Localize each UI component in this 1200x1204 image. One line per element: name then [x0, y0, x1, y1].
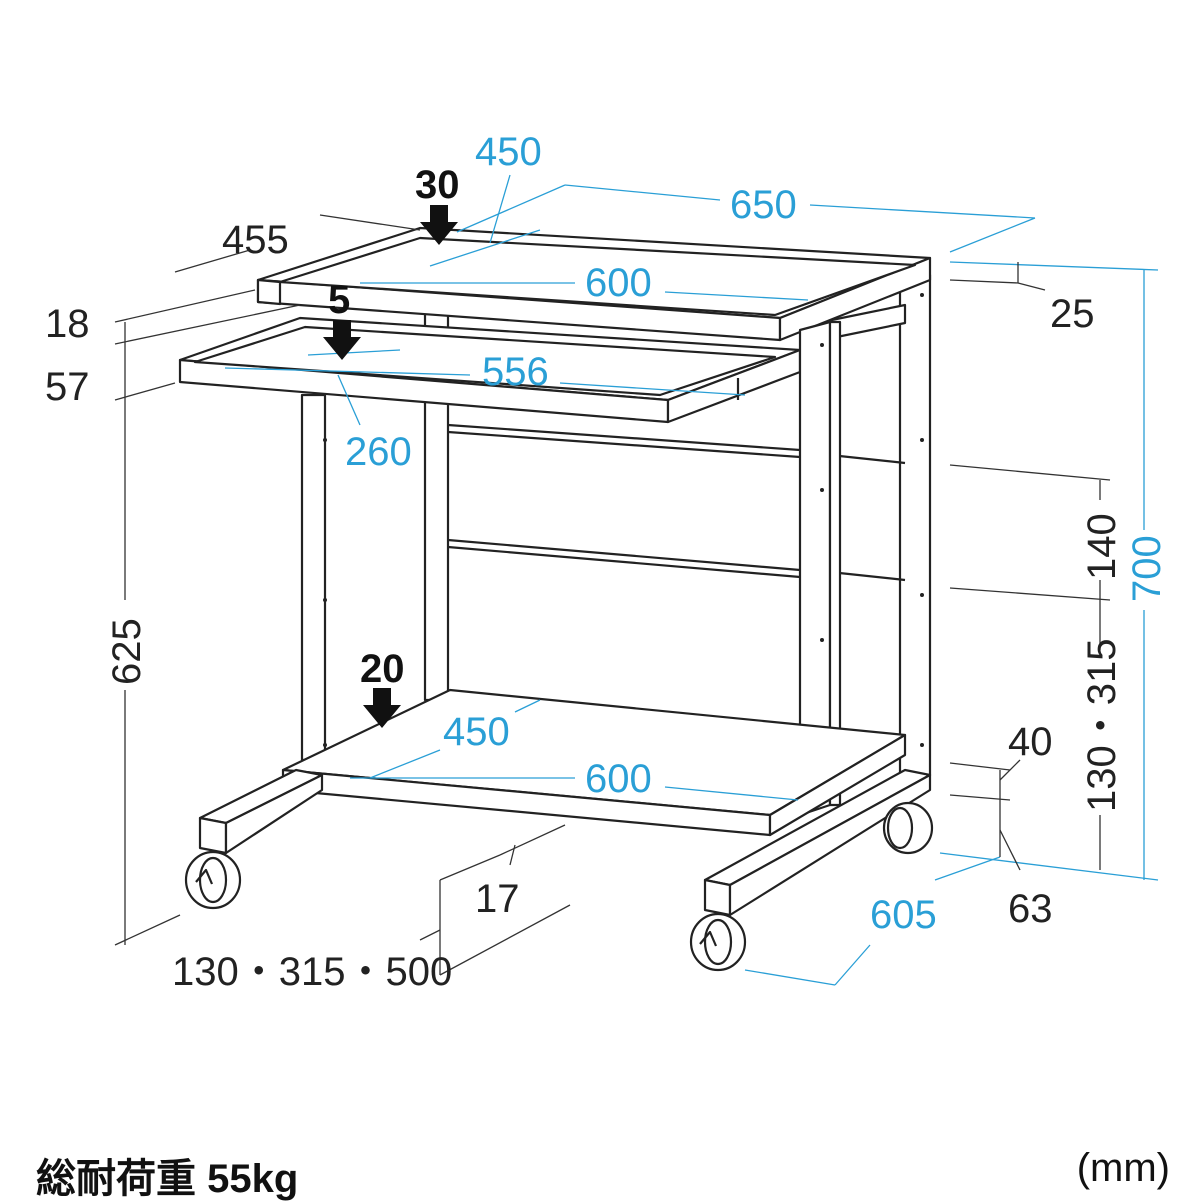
back-rails	[447, 423, 801, 579]
label-keyboard-depth: 260	[345, 430, 412, 474]
label-edge-right: 25	[1050, 292, 1095, 336]
caster-front-left	[184, 850, 242, 910]
right-base-foot	[703, 768, 932, 917]
load-labels: 30 5 20	[328, 163, 460, 691]
label-top-width: 650	[730, 183, 797, 227]
desk-structure	[178, 226, 934, 972]
total-load-label: 総耐荷重 55kg	[36, 1157, 299, 1201]
load-arrow-top	[420, 205, 458, 245]
label-load-top: 30	[415, 163, 460, 207]
label-bottom-depth: 450	[443, 710, 510, 754]
label-load-bottom: 20	[360, 647, 405, 691]
label-load-keyboard: 5	[328, 278, 350, 322]
blue-dimension-lines	[224, 174, 1159, 986]
label-top-thickness: 18	[45, 302, 90, 346]
label-keyboard-drop: 57	[45, 365, 90, 409]
unit-label: (mm)	[1076, 1146, 1170, 1190]
caster-front-right	[689, 912, 747, 972]
label-top-depth: 450	[475, 130, 542, 174]
label-caster-clearance: 40	[1008, 720, 1053, 764]
label-bottom-width: 600	[585, 757, 652, 801]
dimension-labels: 450 650 600 455 25 18 57 556 260 625 140…	[45, 130, 1169, 994]
label-shelf-depth-left: 455	[222, 218, 289, 262]
label-base-depth: 605	[870, 893, 937, 937]
label-total-height: 700	[1125, 535, 1169, 602]
load-arrow-bottom	[363, 688, 401, 728]
left-front-leg	[300, 393, 327, 762]
label-shelf-heights-left: 130・315・500	[172, 950, 452, 994]
label-shelf-gap: 140	[1080, 513, 1124, 580]
label-keyboard-width: 556	[482, 350, 549, 394]
right-front-leg	[798, 320, 842, 817]
left-base-foot	[198, 768, 324, 855]
label-top-inner: 600	[585, 261, 652, 305]
label-shelf-thickness: 17	[475, 877, 520, 921]
load-arrow-keyboard	[323, 320, 361, 360]
top-board	[256, 226, 932, 342]
caster-back-right	[882, 801, 934, 855]
label-shelf-heights-right: 130・315	[1080, 639, 1124, 812]
label-caster-offset: 63	[1008, 887, 1053, 931]
black-dimension-lines	[114, 214, 1111, 976]
label-leg-height: 625	[105, 618, 149, 685]
bottom-shelf	[281, 688, 907, 837]
